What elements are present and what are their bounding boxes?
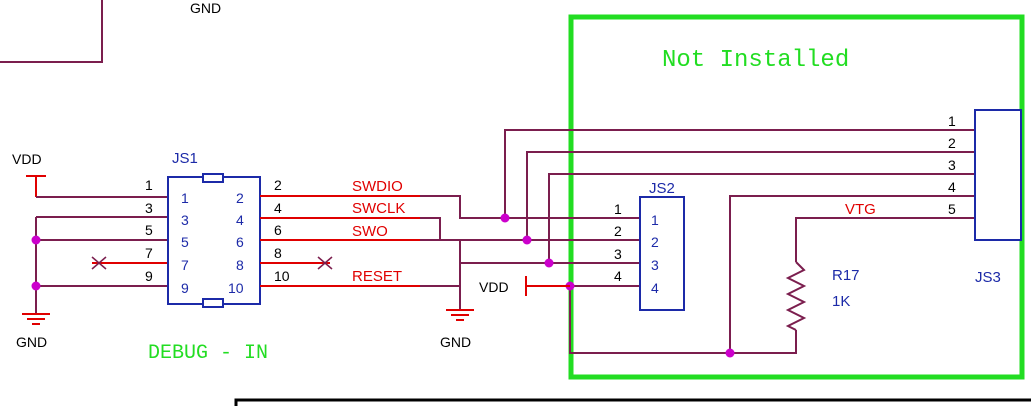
junction-dot bbox=[522, 235, 532, 245]
js2-pin-2: 2 bbox=[651, 234, 659, 250]
js3-ref-label: JS3 bbox=[975, 269, 1001, 286]
js1-wire-pin-2: 2 bbox=[274, 177, 282, 193]
js1-wire-pin-7: 7 bbox=[145, 245, 153, 261]
js1-pin-3: 3 bbox=[181, 212, 189, 228]
junction-dot bbox=[500, 213, 510, 223]
js1-ref-label: JS1 bbox=[172, 150, 198, 167]
js3-connector bbox=[974, 109, 1022, 241]
junction-dot bbox=[725, 348, 735, 358]
js1-wire-pin-8: 8 bbox=[274, 245, 282, 261]
debug-in-label: DEBUG - IN bbox=[148, 342, 268, 365]
js2-wire-pin-4: 4 bbox=[614, 268, 622, 284]
vdd-mid-label: VDD bbox=[479, 279, 509, 295]
js1-wire-pin-4: 4 bbox=[274, 200, 282, 216]
not-installed-label: Not Installed bbox=[662, 47, 849, 74]
js1-pin-8: 8 bbox=[236, 257, 244, 273]
js3-wire-pin-5: 5 bbox=[948, 201, 956, 217]
js2-ref-label: JS2 bbox=[649, 180, 675, 197]
js3-wire-pin-2: 2 bbox=[948, 135, 956, 151]
net-label-swo: SWO bbox=[352, 223, 388, 240]
net-label-swdio: SWDIO bbox=[352, 178, 403, 195]
bottom-frame bbox=[234, 398, 1031, 406]
js2-wire-pin-2: 2 bbox=[614, 223, 622, 239]
gnd-mid-symbol bbox=[446, 309, 474, 321]
js1-wire-pin-3: 3 bbox=[145, 200, 153, 216]
js1-pin-1: 1 bbox=[181, 190, 189, 206]
net-label-vtg: VTG bbox=[845, 201, 876, 218]
js1-pin-7: 7 bbox=[181, 257, 189, 273]
junction-dots bbox=[500, 213, 735, 358]
js1-pin8-no-connect bbox=[317, 256, 333, 270]
js1-wire-pin-6: 6 bbox=[274, 222, 282, 238]
net-label-swclk: SWCLK bbox=[352, 200, 405, 217]
r17-ref-label: R17 bbox=[832, 267, 860, 284]
js2-pin-3: 3 bbox=[651, 257, 659, 273]
r17-value-label: 1K bbox=[832, 293, 850, 310]
js2-wire-pin-1: 1 bbox=[614, 201, 622, 217]
js1-pin7-no-connect bbox=[91, 256, 107, 270]
js1-wire-pin-5: 5 bbox=[145, 222, 153, 238]
js1-pin-6: 6 bbox=[236, 234, 244, 250]
vdd-left-label: VDD bbox=[12, 151, 42, 167]
js2-connector bbox=[639, 196, 685, 311]
vdd-mid-symbol bbox=[525, 276, 570, 296]
net-label-reset: RESET bbox=[352, 268, 402, 285]
js2-wire-pin-3: 3 bbox=[614, 246, 622, 262]
top-left-wire-box bbox=[0, 0, 103, 63]
js1-right-stubs bbox=[260, 195, 420, 287]
js3-wire-pin-1: 1 bbox=[948, 113, 956, 129]
js1-pin-9: 9 bbox=[181, 280, 189, 296]
js1-left-wires bbox=[35, 196, 168, 314]
js2-pin-4: 4 bbox=[651, 280, 659, 296]
gnd-left-symbol bbox=[22, 313, 50, 325]
js3-wire-pin-4: 4 bbox=[948, 179, 956, 195]
js1-wire-pin-1: 1 bbox=[145, 177, 153, 193]
js3-wire-pin-3: 3 bbox=[948, 157, 956, 173]
js2-pin-1: 1 bbox=[651, 212, 659, 228]
gnd-mid-label: GND bbox=[440, 334, 471, 350]
js1-wire-pin-10: 10 bbox=[274, 268, 290, 284]
js1-pin-2: 2 bbox=[236, 190, 244, 206]
js1-pin-4: 4 bbox=[236, 212, 244, 228]
js1-wire-pin-9: 9 bbox=[145, 268, 153, 284]
net-wires bbox=[420, 129, 975, 354]
js1-pin-10: 10 bbox=[228, 280, 244, 296]
junction-dot bbox=[544, 258, 554, 268]
junction-dot bbox=[31, 281, 41, 291]
gnd-top-label: GND bbox=[190, 0, 221, 16]
js1-connector bbox=[167, 173, 261, 308]
junction-dot bbox=[31, 235, 41, 245]
r17-resistor bbox=[785, 261, 807, 331]
vdd-left-symbol bbox=[26, 175, 46, 197]
gnd-left-label: GND bbox=[16, 334, 47, 350]
js1-pin-5: 5 bbox=[181, 234, 189, 250]
